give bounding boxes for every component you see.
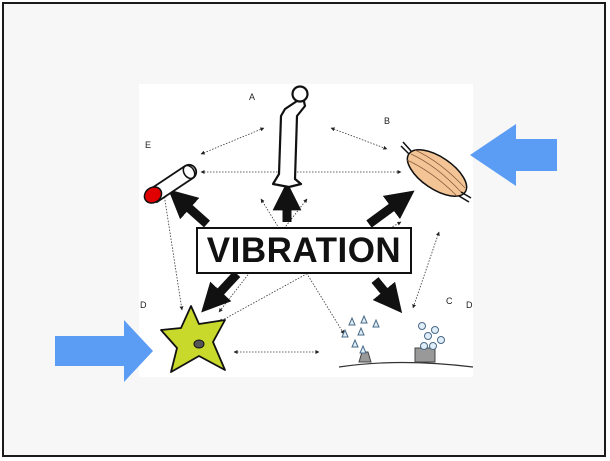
arrow-to-b — [366, 190, 415, 228]
cell-secretion-icon — [338, 314, 473, 368]
cartilage-icon — [143, 163, 198, 204]
bold-arrows — [168, 181, 415, 314]
muscle-icon — [400, 141, 472, 203]
link-e-d — [162, 193, 184, 311]
arrow-to-d — [201, 270, 241, 313]
link-a-b — [330, 127, 388, 150]
label-e: E — [145, 140, 152, 150]
label-d-right: D — [466, 300, 473, 310]
neuron-icon — [160, 305, 226, 373]
label-b: B — [384, 116, 391, 126]
vibration-diagram: A B E D C D VIBRATION — [139, 84, 473, 377]
label-a: A — [249, 92, 256, 102]
arrow-to-e — [168, 189, 210, 228]
diagram-graphics — [143, 85, 473, 373]
label-c: C — [446, 296, 453, 306]
vibration-title: VIBRATION — [196, 227, 412, 274]
label-d-left: D — [140, 300, 147, 310]
arrow-to-c — [371, 277, 403, 314]
link-b-c — [412, 231, 440, 309]
bone-icon — [271, 85, 309, 189]
link-e-a — [200, 127, 265, 155]
